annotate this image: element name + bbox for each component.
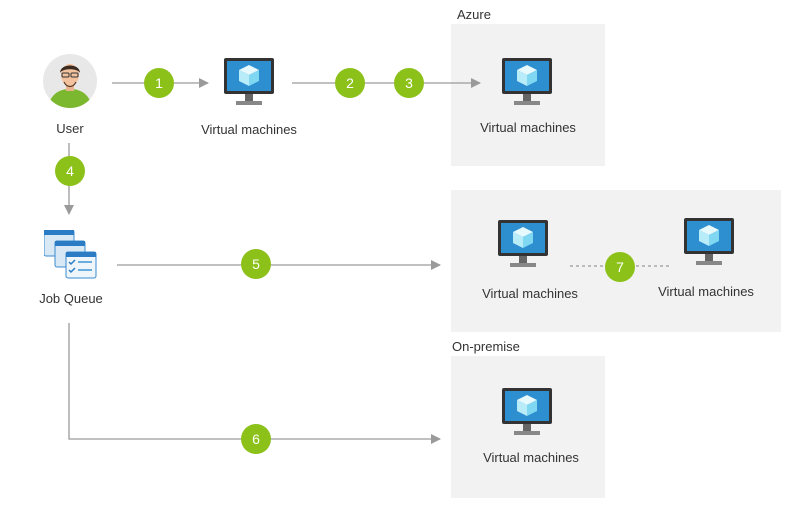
virtual-machine-icon: [498, 220, 548, 267]
queue-to-onprem-arrow: [68, 323, 441, 444]
job-queue-label: Job Queue: [39, 291, 103, 306]
azure-region-label: Azure: [457, 7, 491, 22]
step-badge-4: 4: [55, 156, 85, 186]
vm-onprem-label: Virtual machines: [483, 450, 579, 465]
step-badge-6: 6: [241, 424, 271, 454]
vm-local-label: Virtual machines: [201, 122, 297, 137]
job-queue-node: [43, 229, 98, 280]
step-badge-7: 7: [605, 252, 635, 282]
virtual-machine-icon: [502, 388, 552, 435]
virtual-machine-icon: [684, 218, 734, 265]
vm-azure-node: [500, 58, 554, 108]
step-badge-3: 3: [394, 68, 424, 98]
vm-local-node: [222, 58, 276, 108]
vm-mid-right-label: Virtual machines: [658, 284, 754, 299]
step-badge-1: 1: [144, 68, 174, 98]
job-queue-icon: [43, 229, 97, 279]
user-avatar-icon: [43, 54, 97, 108]
vm-mid-left-label: Virtual machines: [482, 286, 578, 301]
vm-azure-label: Virtual machines: [480, 120, 576, 135]
vm-mid-left-node: [496, 220, 550, 270]
on-premise-region-label: On-premise: [452, 339, 520, 354]
step-badge-2: 2: [335, 68, 365, 98]
vm-onprem-node: [500, 388, 554, 438]
user-node: [43, 54, 97, 108]
step-badge-5: 5: [241, 249, 271, 279]
vm-mid-right-node: [682, 218, 736, 268]
virtual-machine-icon: [502, 58, 552, 105]
user-label: User: [56, 121, 84, 136]
virtual-machine-icon: [224, 58, 274, 105]
